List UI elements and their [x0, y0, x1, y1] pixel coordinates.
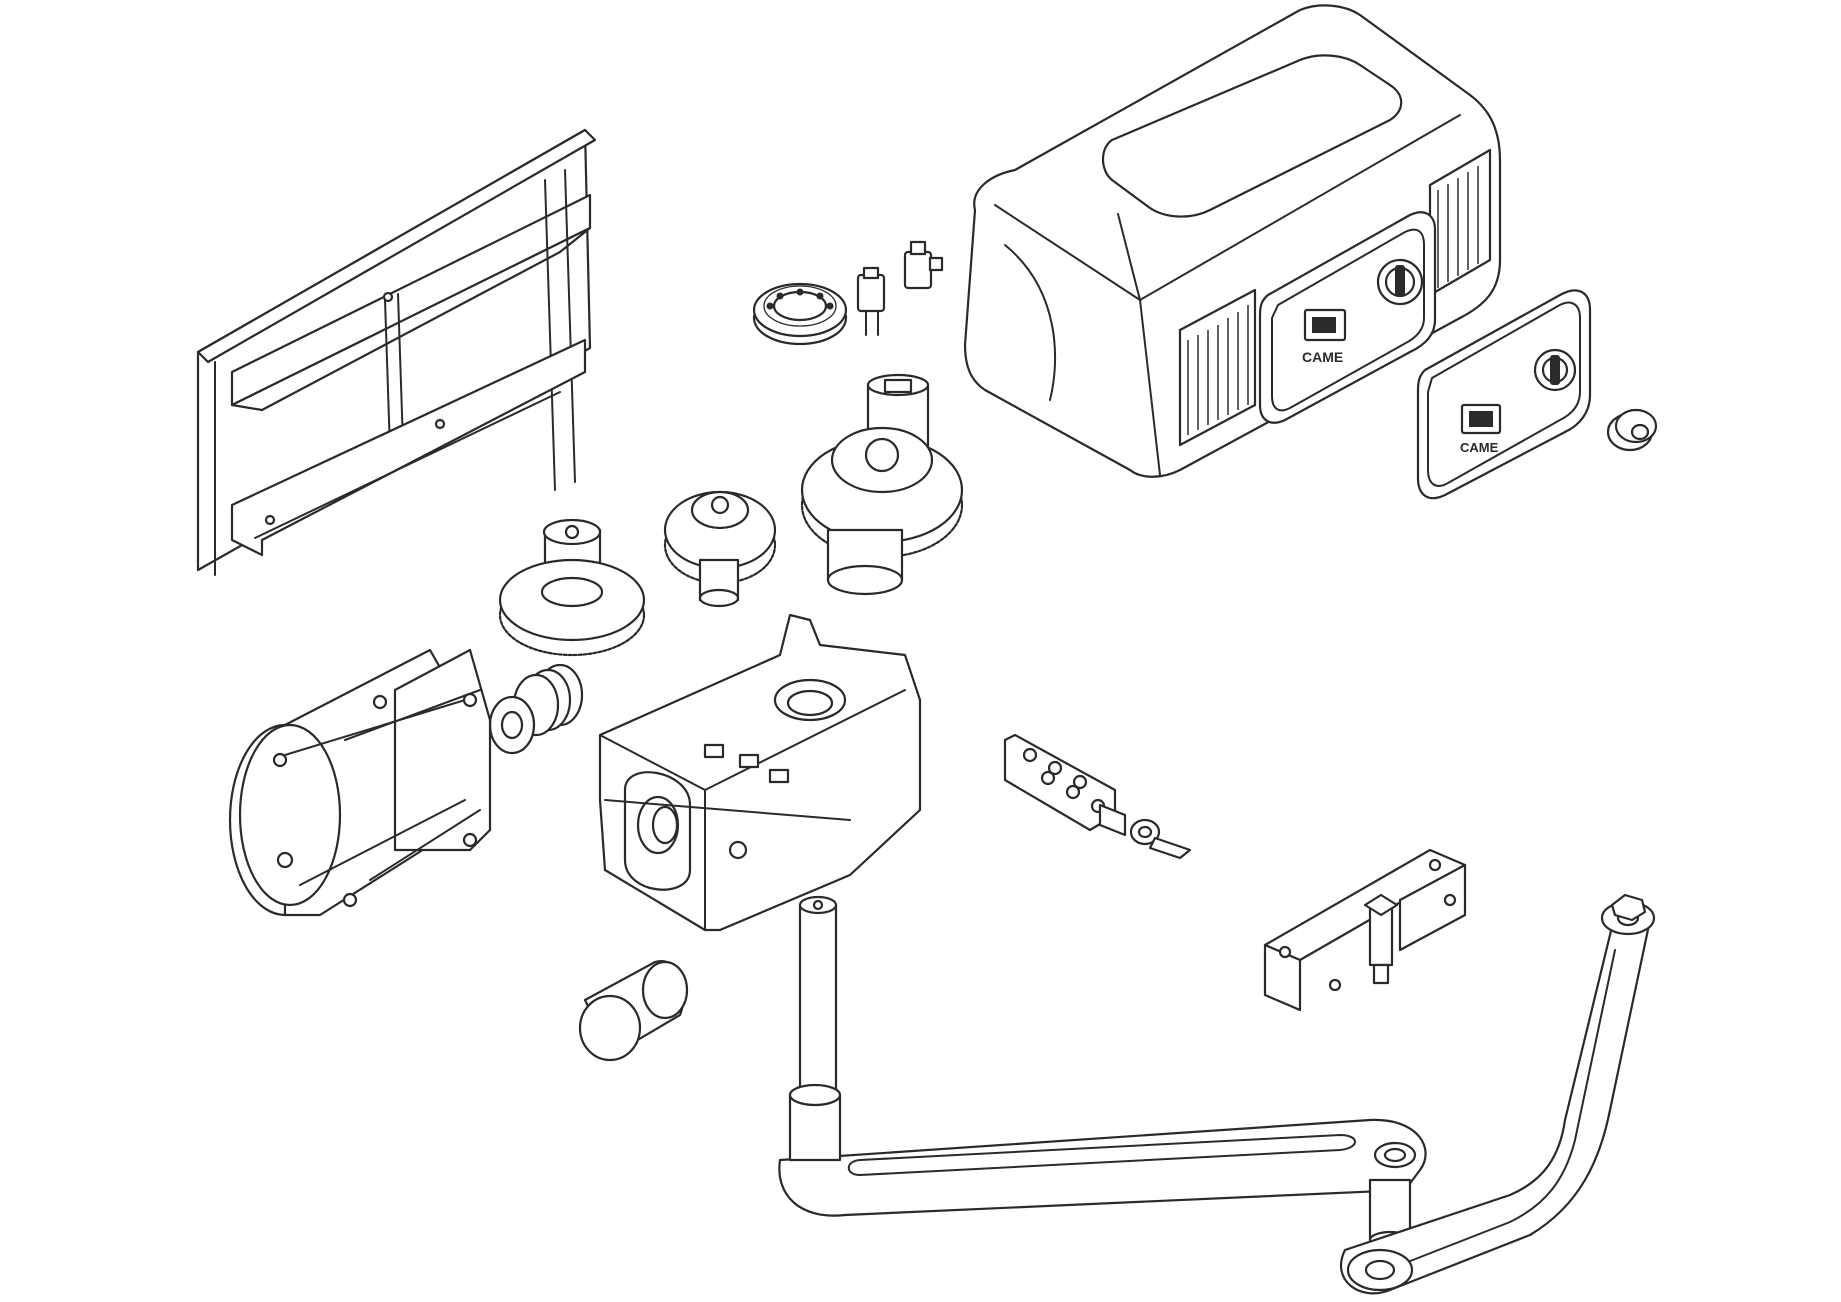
release-cylinder	[578, 960, 689, 1062]
badge-plate: CAME	[1416, 289, 1592, 500]
straight-arm	[778, 1083, 1427, 1250]
encoder-ring	[752, 282, 848, 346]
mounting-plate	[196, 128, 597, 576]
gearbox-housing	[598, 613, 922, 932]
cover-logo: CAME	[1302, 349, 1343, 365]
drive-shaft	[798, 895, 838, 1102]
electric-motor	[228, 648, 492, 917]
cover-right-vent	[1437, 166, 1479, 288]
limit-switch-connector-1	[856, 266, 886, 336]
limit-switch-connector-2	[903, 240, 944, 290]
first-stage-gear	[498, 518, 646, 657]
plate-logo: CAME	[1460, 440, 1499, 455]
lock-bushing	[1606, 408, 1658, 452]
housing-cover: CAME	[963, 4, 1502, 478]
key-lock-icon	[1395, 265, 1405, 297]
stop-bracket	[1263, 848, 1467, 1012]
curved-arm	[1339, 893, 1656, 1295]
cable-clamp	[1129, 818, 1192, 860]
cover-left-vent	[1187, 305, 1249, 435]
worm-coupling	[488, 663, 584, 755]
output-shaft-gear	[800, 373, 964, 596]
terminal-block	[1003, 733, 1127, 837]
intermediate-gear	[663, 490, 777, 608]
